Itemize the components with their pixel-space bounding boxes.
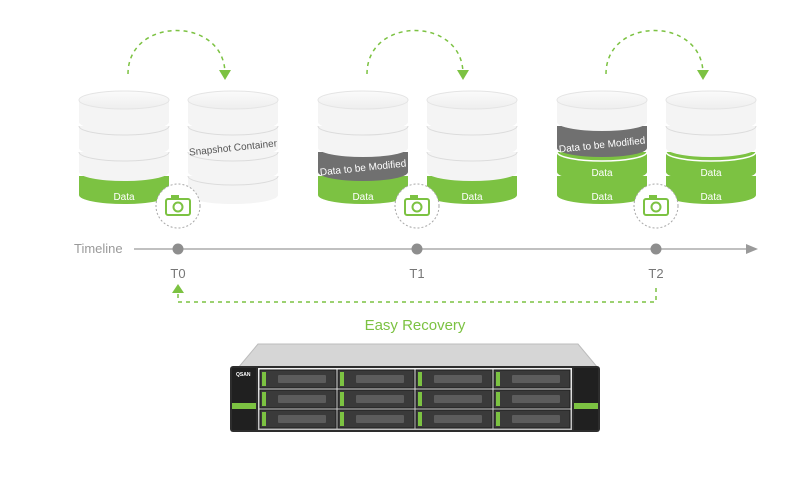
drive-bay — [493, 369, 571, 389]
curved-arrow-icon — [605, 29, 704, 75]
drive-bay — [415, 389, 493, 409]
data-label: Data — [113, 192, 135, 203]
drive-bay — [493, 409, 571, 429]
drive-bay — [337, 409, 415, 429]
drive-bay — [259, 409, 337, 429]
drive-bay — [337, 389, 415, 409]
timepoint-dot — [411, 243, 423, 255]
camera-icon — [633, 183, 679, 229]
drive-bays — [259, 369, 571, 429]
camera-icon — [394, 183, 440, 229]
timeline-arrow-icon — [746, 244, 758, 254]
timepoint-label: T0 — [170, 266, 185, 281]
drive-bay — [337, 369, 415, 389]
drive-bay — [415, 369, 493, 389]
stack-t2-snapshot: Data Data — [665, 90, 757, 204]
arrowhead-icon — [697, 70, 709, 80]
stack-t0-snapshot-container: Snapshot Container — [187, 90, 279, 204]
data-label: Data — [591, 168, 613, 179]
timepoint-dot — [650, 243, 662, 255]
timeline: Timeline T0 T1 T2 — [74, 241, 758, 281]
timepoint-label: T1 — [409, 266, 424, 281]
stack-t1-snapshot: Data — [426, 90, 518, 204]
easy-recovery-label: Easy Recovery — [365, 317, 466, 334]
camera-icon — [155, 183, 201, 229]
recovery-path: Easy Recovery — [172, 284, 657, 334]
copy-arrows — [127, 29, 709, 80]
drive-bay — [493, 389, 571, 409]
data-label: Data — [461, 192, 483, 203]
curved-arrow-icon — [127, 29, 226, 75]
recovery-arrowhead-icon — [172, 284, 184, 293]
drive-bay — [259, 389, 337, 409]
timepoint-label: T2 — [648, 266, 663, 281]
data-label: Data — [700, 168, 722, 179]
data-label: Data — [352, 192, 374, 203]
stack-t2-source: Data to be Modified Data Data — [556, 90, 648, 204]
stack-t1-source: Data to be Modified Data — [317, 90, 409, 204]
timepoint-dot — [172, 243, 184, 255]
arrowhead-icon — [457, 70, 469, 80]
stack-t0-source: Data — [78, 90, 170, 204]
data-label: Data — [700, 192, 722, 203]
brand-label: QSAN — [236, 372, 251, 378]
drive-bay — [415, 409, 493, 429]
storage-server: QSAN — [230, 343, 600, 432]
data-label: Data — [591, 192, 613, 203]
curved-arrow-icon — [366, 29, 464, 75]
timeline-label: Timeline — [74, 241, 123, 256]
arrowhead-icon — [219, 70, 231, 80]
drive-bay — [259, 369, 337, 389]
